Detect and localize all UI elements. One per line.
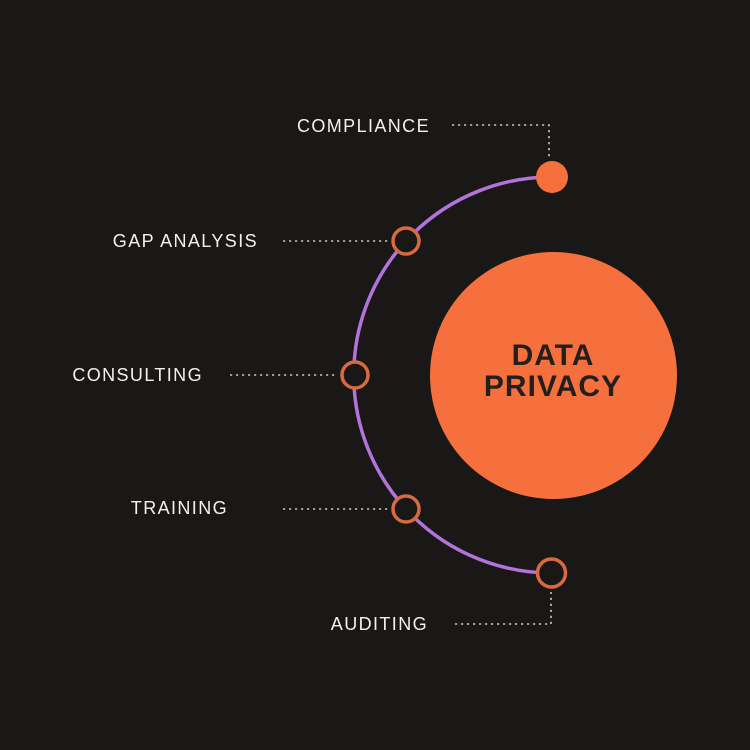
hub-title-line2: PRIVACY xyxy=(484,370,622,403)
connector-auditing xyxy=(455,592,552,625)
connector-compliance xyxy=(452,124,550,157)
hub-circle xyxy=(430,252,677,499)
hub-title-line1: DATA xyxy=(512,339,595,372)
node-compliance xyxy=(536,161,568,193)
node-auditing xyxy=(535,557,568,589)
node-consulting xyxy=(340,360,370,390)
label-consulting: CONSULTING xyxy=(72,365,203,385)
label-compliance: COMPLIANCE xyxy=(297,116,430,136)
label-auditing: AUDITING xyxy=(331,614,428,634)
node-training xyxy=(391,494,421,524)
label-training: TRAINING xyxy=(131,498,228,518)
node-gap-analysis xyxy=(391,226,421,256)
label-gap-analysis: GAP ANALYSIS xyxy=(113,231,258,251)
